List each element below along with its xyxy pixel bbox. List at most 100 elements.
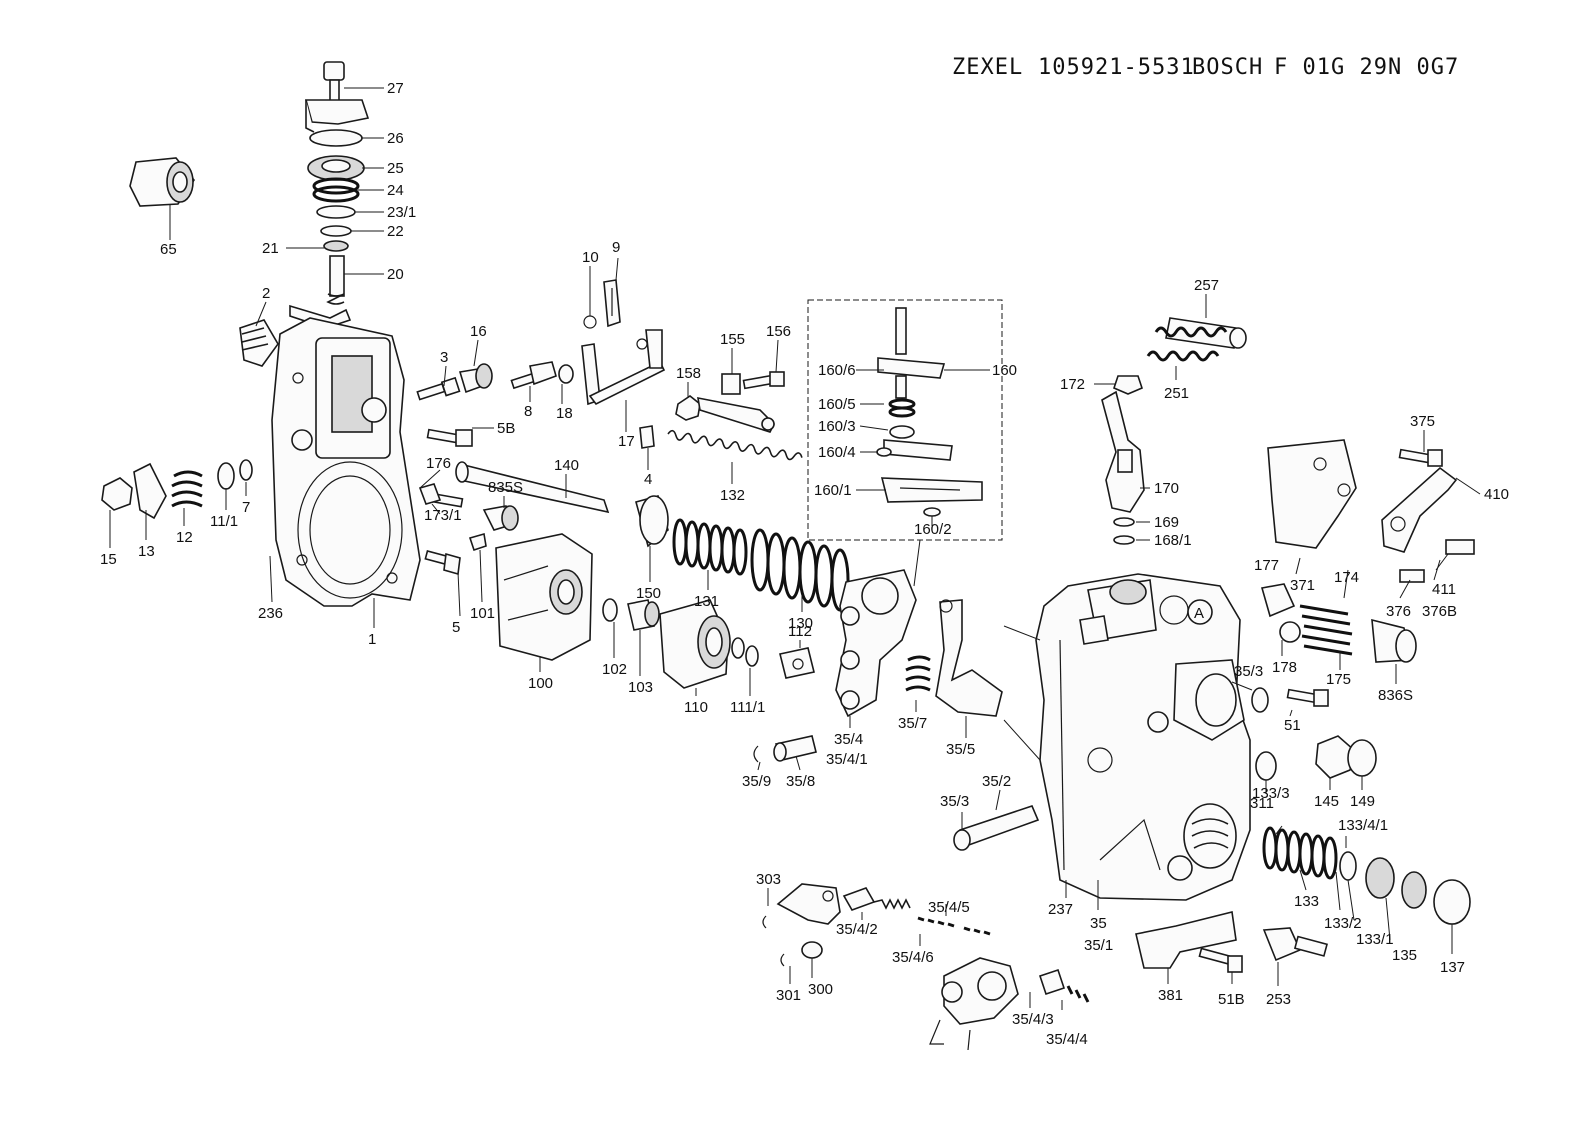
callout-145: 145 (1314, 793, 1339, 810)
callout-35-4-5: 35/4/5 (928, 899, 970, 916)
leader-lines (109, 87, 1481, 1010)
callout-130: 130 (788, 615, 813, 632)
springs-130-131 (635, 495, 850, 612)
callout-20: 20 (387, 266, 404, 283)
callout-111-1: 111/1 (730, 699, 765, 716)
callout-303: 303 (756, 871, 781, 888)
callout-149: 149 (1350, 793, 1375, 810)
bracket-371 (1267, 439, 1475, 583)
governor-shaft-160 (876, 307, 983, 517)
callout-253: 253 (1266, 991, 1291, 1008)
callout-169: 169 (1154, 514, 1179, 531)
callout-51b: 51B (1218, 991, 1245, 1008)
callout-835s: 835S (488, 479, 523, 496)
callout-381: 381 (1158, 987, 1183, 1004)
callout-18: 18 (556, 405, 573, 422)
callout-158: 158 (676, 365, 701, 382)
spring-132 (667, 429, 803, 461)
lever-170 (1101, 375, 1145, 545)
callout-133-1: 133/1 (1356, 931, 1394, 948)
callout-labels: 27 26 25 24 23/1 22 21 20 65 2 16 3 5B 8… (100, 80, 1509, 1048)
pin-35-2 (953, 687, 1329, 851)
callout-65: 65 (160, 241, 177, 258)
callout-12: 12 (176, 529, 193, 546)
callout-133: 133 (1294, 893, 1319, 910)
callout-35-9: 35/9 (742, 773, 771, 790)
part-drawings: A (101, 61, 1475, 1051)
callout-35-2: 35/2 (982, 773, 1011, 790)
flyweight-carrier-100 (495, 533, 593, 661)
callout-301: 301 (776, 987, 801, 1004)
callout-35-4-6: 35/4/6 (892, 949, 934, 966)
callout-26: 26 (387, 130, 404, 147)
callout-11-1: 11/1 (210, 513, 238, 530)
callout-300: 300 (808, 981, 833, 998)
housing-left-1 (271, 317, 421, 607)
callout-178: 178 (1272, 659, 1297, 676)
sleeve-110-group (602, 598, 815, 689)
callout-135: 135 (1392, 947, 1417, 964)
callout-35-1: 35/1 (1084, 937, 1113, 954)
callout-177: 177 (1254, 557, 1279, 574)
seals-145-149-311 (1255, 735, 1377, 781)
callout-410: 410 (1484, 486, 1509, 503)
callout-35-4-4: 35/4/4 (1046, 1031, 1088, 1048)
callout-27: 27 (387, 80, 404, 97)
callout-156: 156 (766, 323, 791, 340)
callout-251: 251 (1164, 385, 1189, 402)
callout-35-5: 35/5 (946, 741, 975, 758)
callout-51: 51 (1284, 717, 1301, 734)
brand-bosch: BOSCH (1192, 55, 1263, 80)
callout-3: 3 (440, 349, 448, 366)
callout-4: 4 (644, 471, 652, 488)
sleeve-257-springs-251 (1146, 317, 1247, 362)
callout-35-4-3: 35/4/3 (1012, 1011, 1054, 1028)
callout-102: 102 (602, 661, 627, 678)
callout-35-4-1: 35/4/1 (826, 751, 868, 768)
callout-16: 16 (470, 323, 487, 340)
callout-35-4-2: 35/4/2 (836, 921, 878, 938)
callout-160-2: 160/2 (914, 521, 952, 538)
callout-2: 2 (262, 285, 270, 302)
marker-a: A (1194, 605, 1204, 622)
callout-133-2: 133/2 (1324, 915, 1362, 932)
housing-right-237: A (1035, 573, 1251, 901)
callout-257: 257 (1194, 277, 1219, 294)
lever-155 (639, 371, 785, 449)
bosch-part-number: F 01G 29N 0G7 (1274, 55, 1459, 80)
callout-371: 371 (1290, 577, 1315, 594)
callout-100: 100 (528, 675, 553, 692)
callout-176: 176 (426, 455, 451, 472)
callout-35-3-left: 35/3 (940, 793, 969, 810)
callout-160-3: 160/3 (818, 418, 856, 435)
callout-836s: 836S (1378, 687, 1413, 704)
shaft-140 (418, 428, 610, 576)
callout-160-5: 160/5 (818, 396, 856, 413)
callout-22: 22 (387, 223, 404, 240)
callout-35-4: 35/4 (834, 731, 863, 748)
group-160-box (807, 299, 1003, 541)
callout-140: 140 (554, 457, 579, 474)
callout-132: 132 (720, 487, 745, 504)
callout-24: 24 (387, 182, 404, 199)
callout-10: 10 (582, 249, 599, 266)
callout-150: 150 (636, 585, 661, 602)
callout-160-6: 160/6 (818, 362, 856, 379)
brand-zexel: ZEXEL (952, 55, 1023, 80)
callout-35: 35 (1090, 915, 1107, 932)
callout-131: 131 (694, 593, 719, 610)
callout-8: 8 (524, 403, 532, 420)
callout-103: 103 (628, 679, 653, 696)
callout-5b: 5B (497, 420, 515, 437)
top-stack (289, 61, 370, 329)
callout-411: 411 (1432, 581, 1456, 598)
part-65-nut (129, 157, 195, 207)
bottom-lever-group (762, 883, 1090, 1051)
callout-236: 236 (258, 605, 283, 622)
bracket-381 (1135, 911, 1328, 973)
callout-133-4-1: 133/4/1 (1338, 817, 1388, 834)
callout-155: 155 (720, 331, 745, 348)
callout-35-8: 35/8 (786, 773, 815, 790)
callout-168-1: 168/1 (1154, 532, 1192, 549)
